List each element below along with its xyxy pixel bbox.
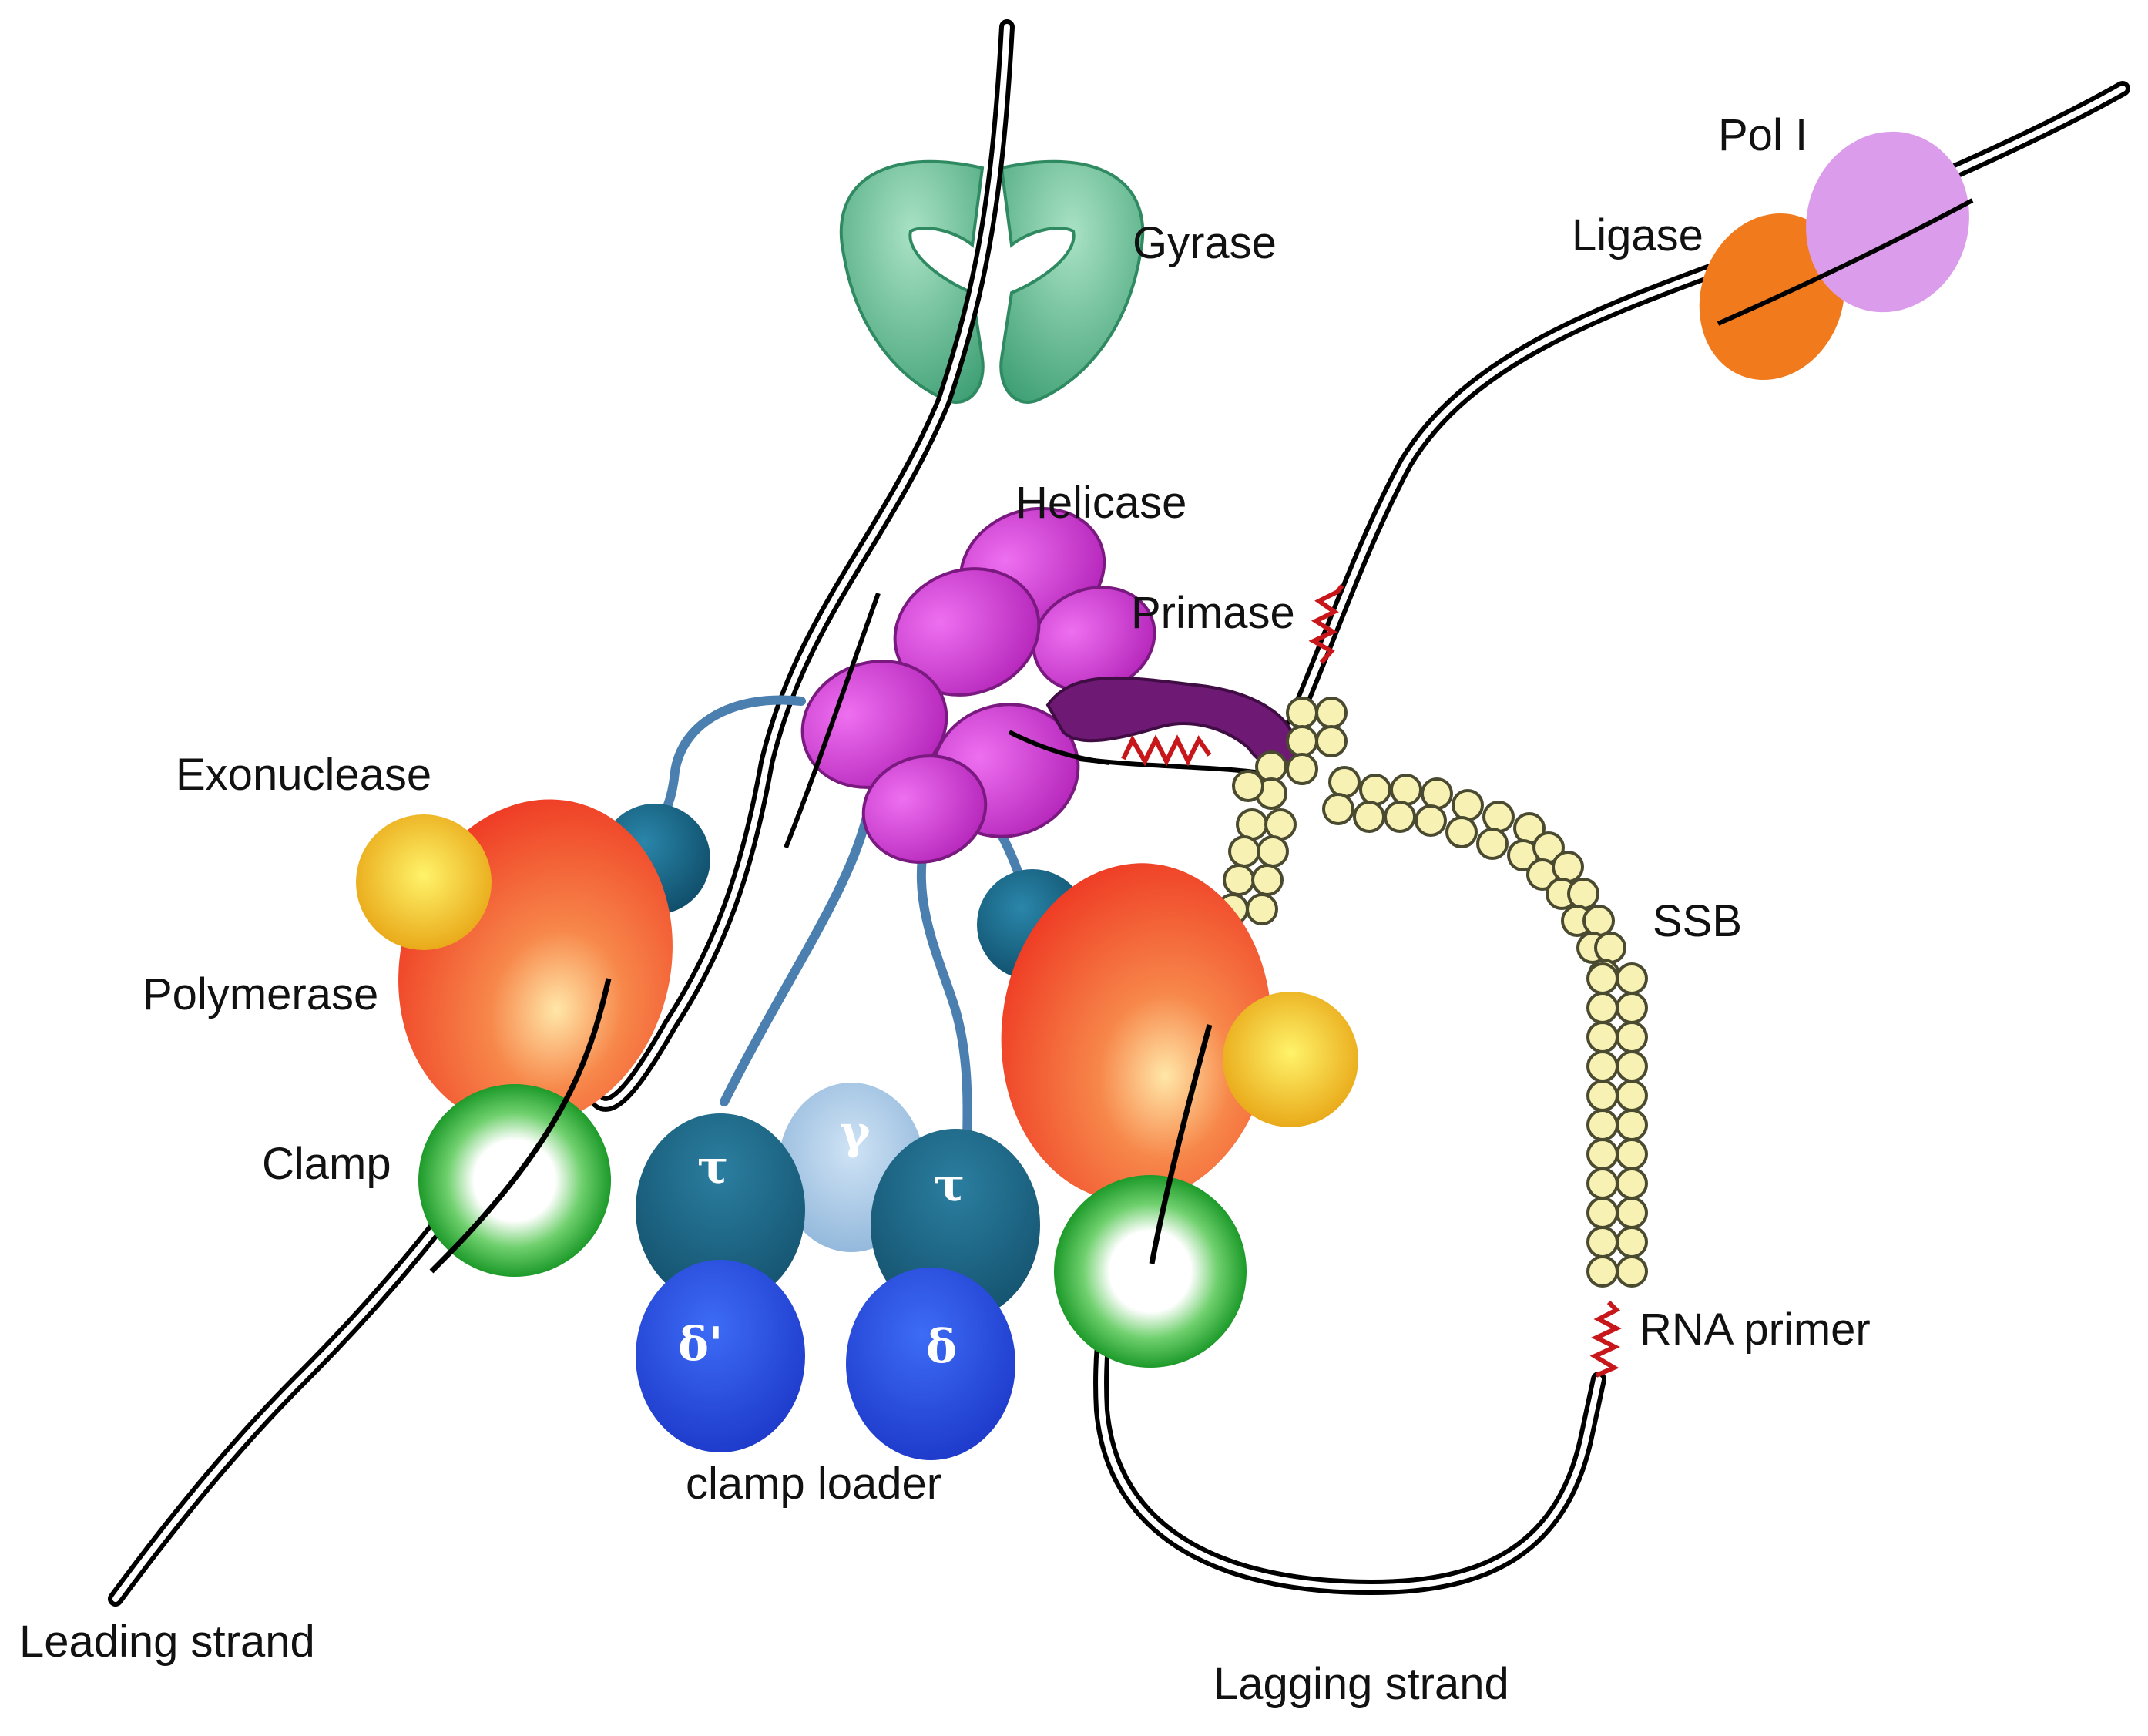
ssb-bead <box>1616 1197 1648 1229</box>
ssb-bead <box>1582 905 1615 937</box>
ssb-bead <box>1328 766 1361 798</box>
parental-dna <box>586 19 1015 1112</box>
ssb-bead <box>1264 808 1297 841</box>
ssb-bead <box>1251 864 1284 896</box>
label-helicase: Helicase <box>1015 478 1186 528</box>
ssb-bead <box>1616 1109 1648 1141</box>
ssb-bead <box>1586 962 1619 995</box>
label-exonuclease: Exonuclease <box>176 750 431 800</box>
label-ssb: SSB <box>1653 896 1742 946</box>
lagging-template-through-helicase <box>1008 730 1110 765</box>
ssb-bead <box>1586 1138 1619 1170</box>
lagging-duplex-upper <box>1264 81 2130 782</box>
ssb-bead <box>1594 932 1626 964</box>
ssb-bead <box>1286 697 1318 729</box>
delta-subunit <box>846 1268 1015 1460</box>
ssb-bead <box>1586 1021 1619 1053</box>
clamp-loader: τ γ τ δ' δ <box>636 1083 1040 1460</box>
delta-prime-subunit <box>636 1260 805 1452</box>
ssb-bead <box>1452 789 1484 821</box>
ssb-bead <box>1616 1050 1648 1083</box>
ssb-bead <box>1586 1197 1619 1229</box>
ssb-bead <box>1586 1050 1619 1083</box>
label-gyrase: Gyrase <box>1133 218 1277 268</box>
ssb-bead <box>1616 1080 1648 1112</box>
ssb-bead <box>1586 1080 1619 1112</box>
lagging-polymerase-complex <box>1001 863 1358 1368</box>
ssb-bead <box>1616 992 1648 1024</box>
ssb-bead <box>1616 1167 1648 1200</box>
ssb-bead <box>1228 835 1260 868</box>
label-primase: Primase <box>1131 588 1295 638</box>
ssb-bead <box>1384 801 1416 833</box>
ssb-bead <box>1236 808 1268 841</box>
polymerase-right <box>1001 863 1272 1202</box>
delta-prime-label: δ' <box>678 1318 723 1372</box>
ssb-bead <box>1586 1109 1619 1141</box>
ssb-bead <box>1476 828 1509 860</box>
ssb-bead <box>1616 1138 1648 1170</box>
ssb-bead <box>1322 793 1354 825</box>
label-clamp: Clamp <box>262 1139 391 1189</box>
leading-polymerase-complex <box>356 799 673 1277</box>
ssb-bead <box>1286 725 1318 757</box>
leading-template-through-helicase <box>784 592 881 849</box>
ssb-bead <box>1445 816 1478 848</box>
exonuclease-left <box>356 814 492 950</box>
ssb-bead <box>1616 1226 1648 1258</box>
ssb-bead <box>1616 962 1648 995</box>
gamma-label: γ <box>840 1106 871 1160</box>
ssb-bead <box>1552 851 1584 883</box>
ssb-bead <box>1482 801 1515 833</box>
clamp-right <box>1054 1175 1247 1368</box>
ssb-bead <box>1567 878 1599 910</box>
ssb-bead <box>1223 864 1255 896</box>
label-lagging-strand: Lagging strand <box>1213 1659 1509 1709</box>
ssb-bead <box>1246 893 1278 925</box>
tau-left-subunit <box>636 1113 805 1306</box>
ssb-bead <box>1586 992 1619 1024</box>
label-rna-primer: RNA primer <box>1640 1305 1871 1355</box>
ssb-bead <box>1315 697 1348 729</box>
ssb-bead <box>1616 1021 1648 1053</box>
ligase-pol-i-complex <box>1699 131 1974 381</box>
ssb-bead <box>1359 774 1391 806</box>
ssb-bead <box>1353 801 1385 833</box>
label-pol-i: Pol I <box>1718 110 1807 160</box>
ssb-bead <box>1586 1167 1619 1200</box>
helicase <box>800 506 1156 864</box>
ssb-bead <box>1286 753 1318 785</box>
gyrase <box>839 159 1145 404</box>
ssb-beads <box>1217 697 1648 1288</box>
label-clamp-loader: clamp loader <box>686 1459 941 1509</box>
pol-i-shape <box>1806 131 1969 313</box>
ssb-bead <box>1232 770 1264 802</box>
labels: Gyrase Pol I Ligase Helicase Primase Exo… <box>19 110 1871 1709</box>
label-polymerase: Polymerase <box>143 969 378 1019</box>
ssb-bead <box>1616 1255 1648 1288</box>
ssb-bead <box>1586 1226 1619 1258</box>
ssb-bead <box>1421 777 1453 810</box>
delta-label: δ <box>926 1320 957 1374</box>
tau-right-label: τ <box>934 1158 965 1212</box>
ssb-bead <box>1257 835 1289 868</box>
exonuclease-right <box>1223 992 1358 1127</box>
ssb-bead <box>1315 725 1348 757</box>
ssb-bead <box>1415 804 1447 837</box>
ligase-shape <box>1699 213 1845 381</box>
ssb-bead <box>1586 1255 1619 1288</box>
label-ligase: Ligase <box>1572 210 1703 260</box>
label-leading-strand: Leading strand <box>19 1617 315 1667</box>
ssb-bead <box>1390 774 1422 806</box>
tau-left-label: τ <box>697 1140 728 1194</box>
